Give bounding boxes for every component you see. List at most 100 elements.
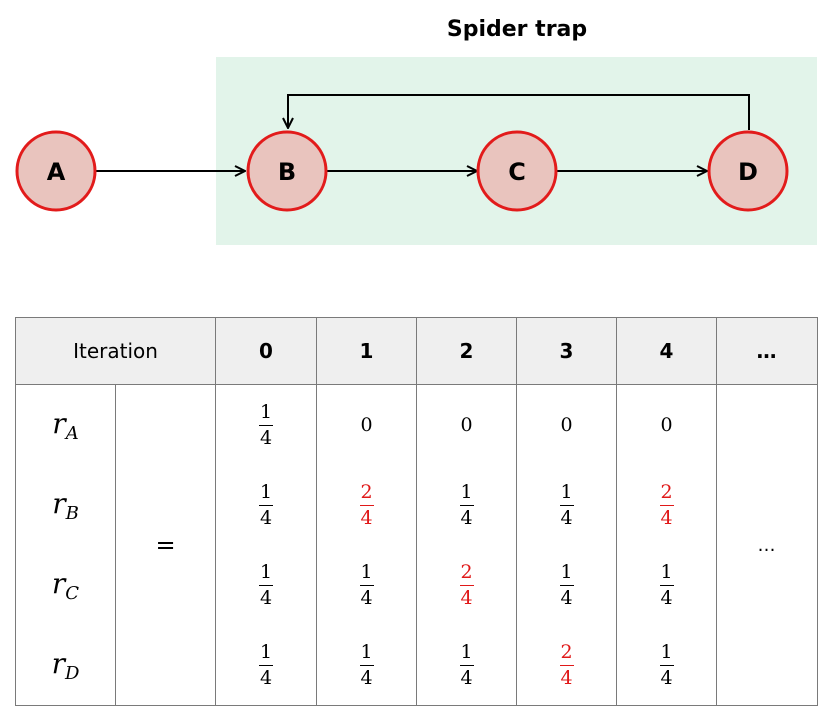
fraction-numerator: 2 [460, 560, 473, 583]
rank-var-base: r [52, 486, 66, 520]
fraction-denominator: 4 [259, 506, 273, 529]
value-ra-iter-4: 0 [617, 385, 716, 465]
fraction-numerator: 1 [560, 480, 573, 503]
fraction-bar [359, 504, 374, 506]
value-ra-iter-3: 0 [517, 385, 616, 465]
node-d: D [707, 130, 789, 212]
node-c: C [476, 130, 558, 212]
rank-var-subscript: B [65, 502, 79, 524]
fraction-numerator: 1 [460, 640, 473, 663]
fraction-denominator: 4 [259, 666, 273, 689]
fraction-denominator: 4 [360, 586, 373, 609]
fraction-numerator: 1 [560, 560, 573, 583]
graph-diagram: A B C D [15, 94, 789, 212]
fraction-denominator: 4 [460, 586, 473, 609]
fraction-numerator: 1 [259, 560, 273, 583]
fraction-numerator: 1 [460, 480, 473, 503]
fraction-numerator: 1 [660, 640, 673, 663]
node-c-label: C [508, 158, 526, 186]
node-b: B [246, 130, 328, 212]
rank-var-subscript: A [65, 422, 79, 444]
equals-sign: = [155, 531, 176, 559]
fraction-denominator: 4 [360, 666, 373, 689]
fraction-bar [359, 664, 374, 666]
rank-var-base: r [51, 646, 65, 680]
rank-var-symbol: rC [52, 567, 79, 604]
iteration-4-header: 4 [616, 317, 717, 385]
fraction-denominator: 4 [660, 506, 673, 529]
fraction-bar [659, 584, 674, 586]
rank-var-symbol: rA [52, 407, 78, 444]
fraction-denominator: 4 [560, 586, 573, 609]
node-a: A [15, 130, 97, 212]
value-text: 0 [360, 414, 373, 436]
iteration-0-header: 0 [215, 317, 317, 385]
rank-var-subscript: C [65, 582, 80, 604]
rank-var-base: r [52, 406, 66, 440]
node-d-label: D [738, 158, 758, 186]
fraction-denominator: 4 [660, 586, 673, 609]
fraction-denominator: 4 [460, 506, 473, 529]
fraction-bar [259, 424, 273, 426]
node-b-label: B [278, 158, 296, 186]
fraction-bar [559, 504, 574, 506]
value-text: 0 [560, 414, 573, 436]
iteration-1-header: 1 [316, 317, 417, 385]
fraction-bar [659, 664, 674, 666]
fraction-numerator: 1 [660, 560, 673, 583]
ellipsis-column: … [716, 384, 818, 706]
spider-trap-title: Spider trap [446, 17, 588, 42]
fraction-numerator: 2 [560, 640, 573, 663]
fraction-numerator: 1 [259, 400, 273, 423]
fraction-bar [359, 584, 374, 586]
rank-var-ra: rA [16, 385, 115, 465]
value-ra-iter-1: 0 [317, 385, 416, 465]
equals-cell: = [115, 384, 216, 706]
rank-var-rb: rB [16, 465, 115, 545]
value-text: 0 [460, 414, 473, 436]
rank-var-rd: rD [16, 625, 115, 705]
fraction-bar [559, 664, 574, 666]
fraction-denominator: 4 [360, 506, 373, 529]
table-header-row: Iteration 0 1 2 3 4 … [15, 317, 818, 385]
fraction-denominator: 4 [560, 506, 573, 529]
fraction-denominator: 4 [259, 426, 273, 449]
fraction-bar [459, 504, 474, 506]
node-a-label: A [47, 158, 66, 186]
fraction-denominator: 4 [259, 586, 273, 609]
